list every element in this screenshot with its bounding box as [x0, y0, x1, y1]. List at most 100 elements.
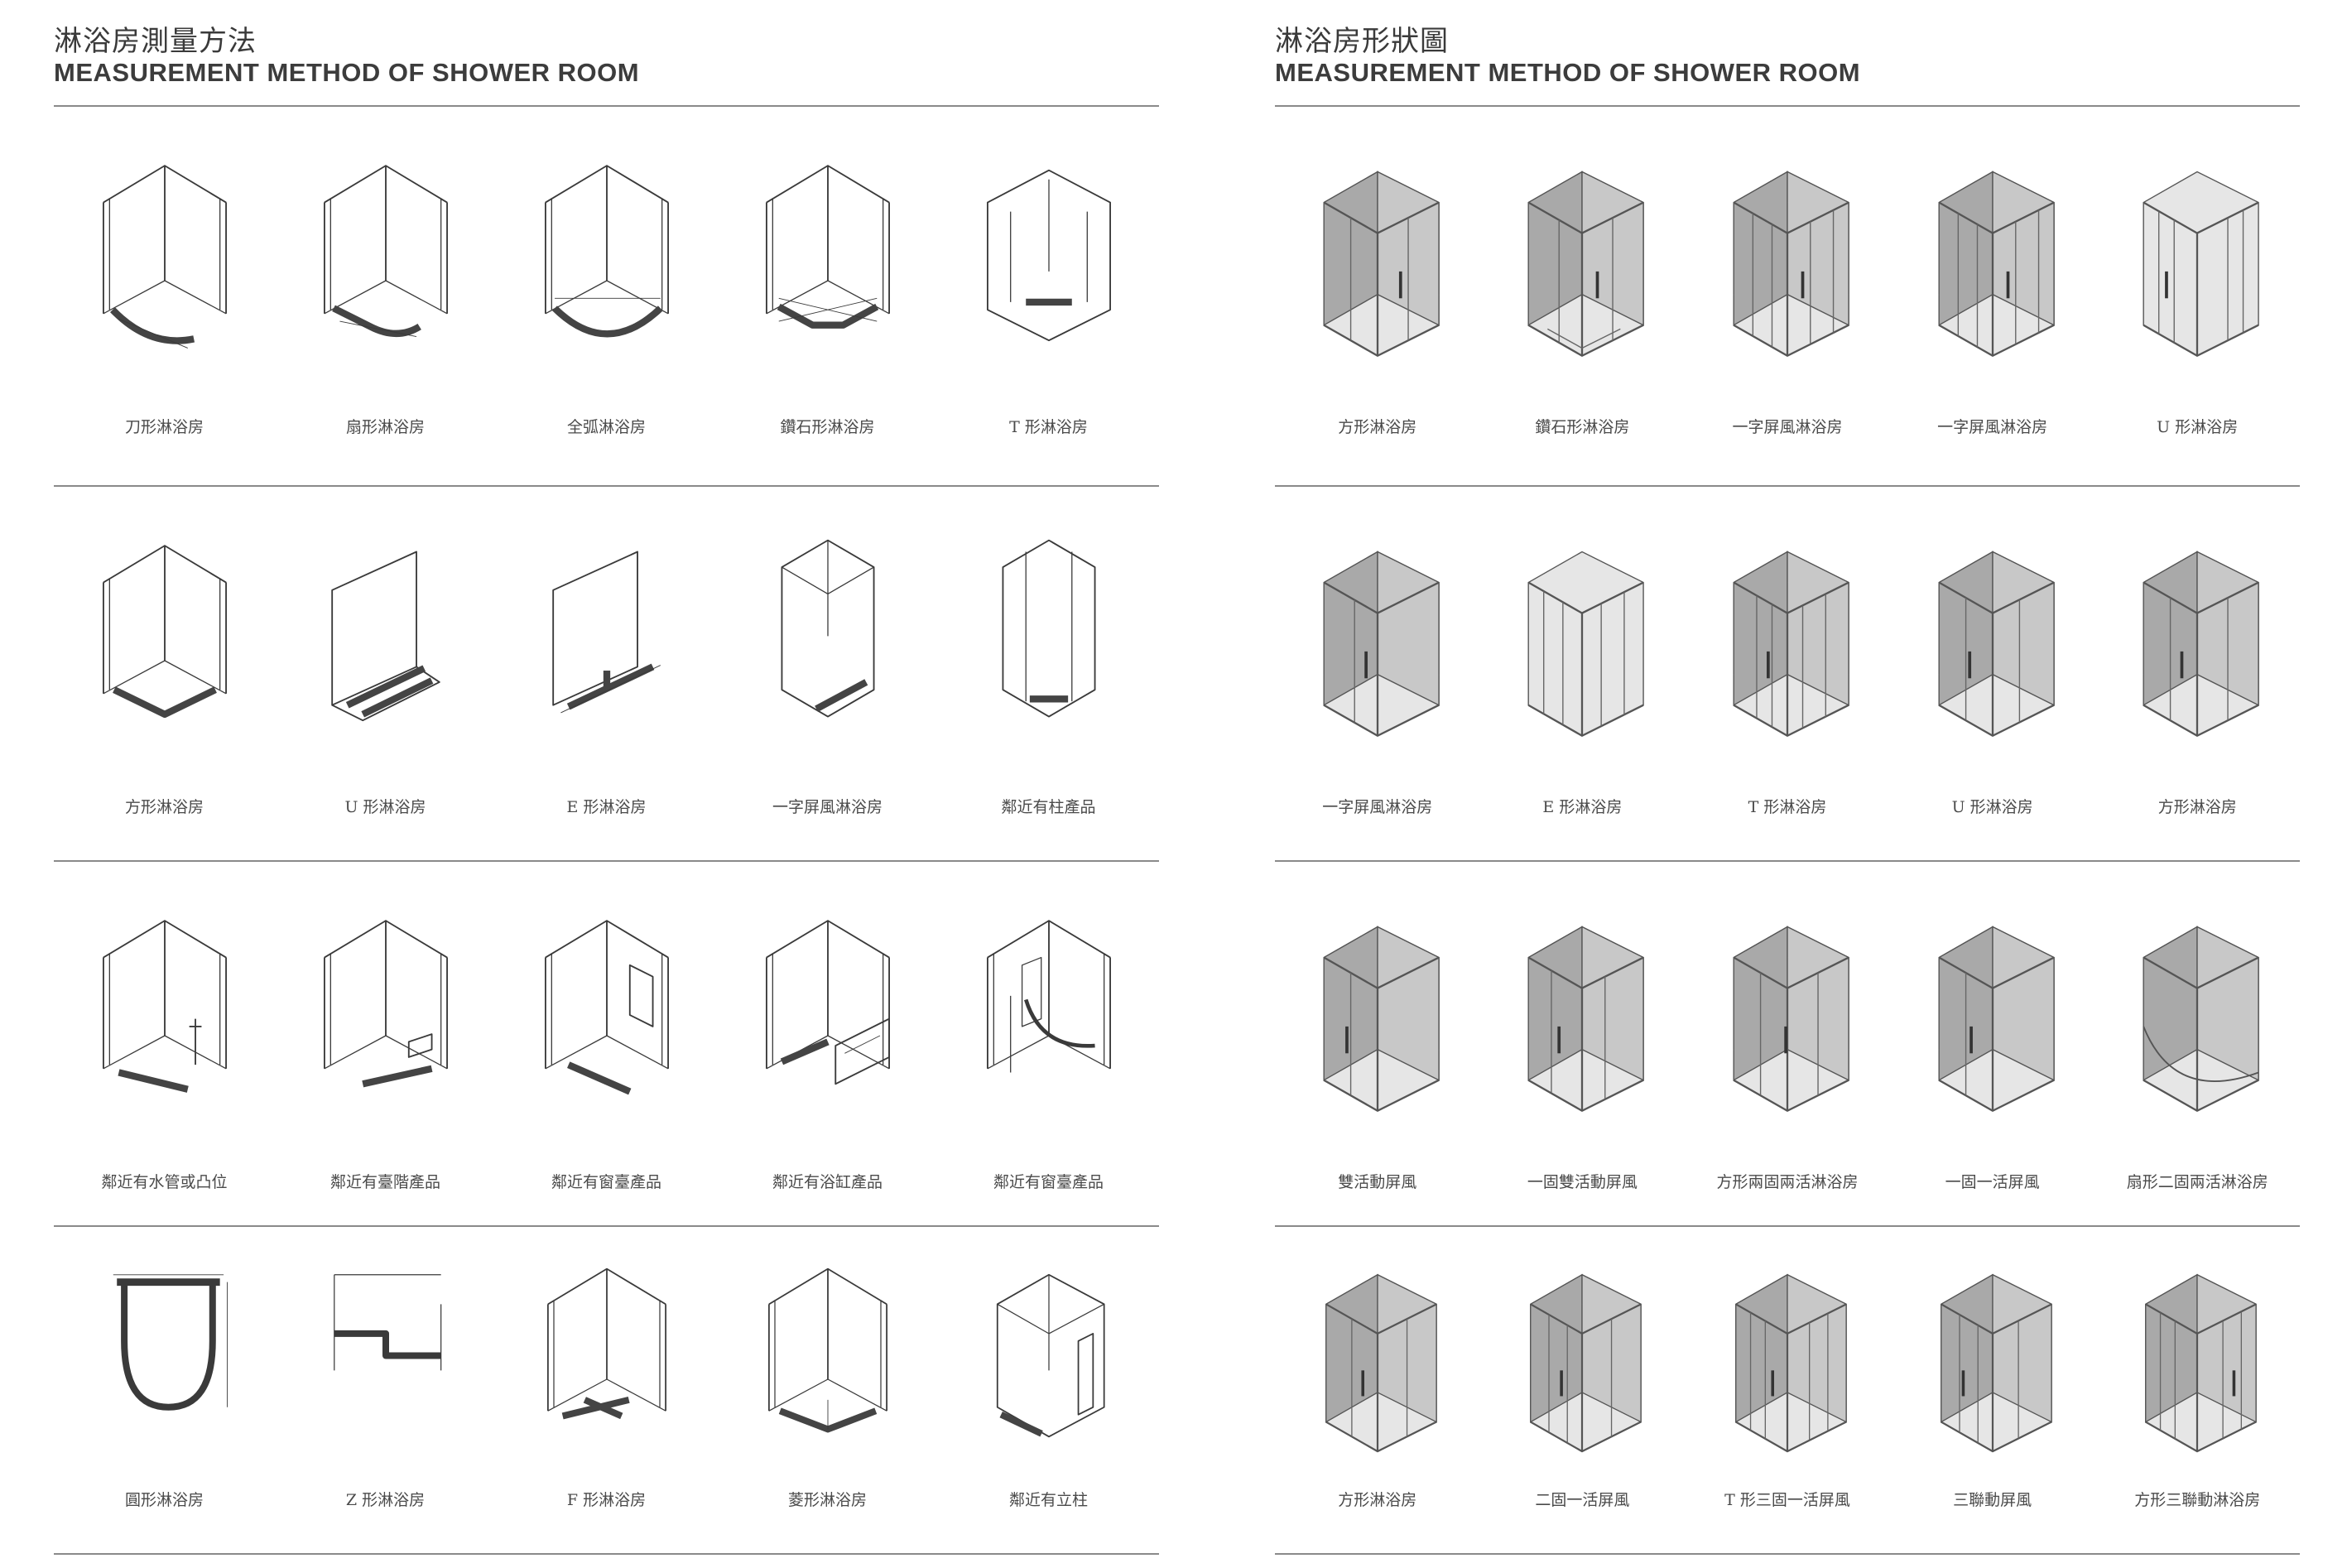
left-item-0-0: 刀形淋浴房 [54, 107, 275, 485]
shower-room-drawing [1527, 551, 1645, 737]
shower-room-drawing [1733, 171, 1849, 357]
item-caption: 一固雙活動屏風 [1527, 1173, 1638, 1191]
left-item-1-2: E 形淋浴房 [496, 487, 717, 860]
shower-room-drawing [323, 165, 448, 338]
left-item-2-2: 鄰近有窗臺產品 [496, 862, 717, 1225]
shower-room-drawing [1323, 171, 1440, 357]
left-row: 方形淋浴房 U 形淋浴房 E 形淋浴房 一字屏風淋浴房 鄰近有柱產品 [54, 487, 1159, 860]
right-item-2-2: 方形兩固兩活淋浴房 [1685, 862, 1890, 1225]
divider [1275, 105, 2300, 107]
item-caption: U 形淋浴房 [1951, 798, 2033, 816]
divider [54, 1553, 1159, 1555]
right-item-3-0: 方形淋浴房 [1275, 1227, 1480, 1553]
shower-room-drawing [102, 545, 227, 718]
right-item-1-4: 方形淋浴房 [2095, 487, 2300, 860]
left-item-0-1: 扇形淋浴房 [275, 107, 496, 485]
right-item-0-4: U 形淋浴房 [2095, 107, 2300, 485]
shower-room-drawing [765, 165, 890, 329]
shower-room-drawing [2143, 926, 2259, 1112]
right-header: 淋浴房形狀圖 MEASUREMENT METHOD OF SHOWER ROOM [1275, 15, 2300, 108]
shower-room-drawing [102, 920, 227, 1093]
right-item-1-2: T 形淋浴房 [1685, 487, 1890, 860]
item-caption: 全弧淋浴房 [566, 418, 646, 436]
divider [1275, 485, 2300, 487]
left-row: 鄰近有水管或凸位 鄰近有臺階產品鄰近有窗臺產品 鄰近有浴缸產品 鄰近有窗臺產品 [54, 862, 1159, 1225]
left-item-1-3: 一字屏風淋浴房 [717, 487, 938, 860]
item-caption: 方形淋浴房 [1338, 418, 1417, 436]
right-item-2-3: 一固一活屏風 [1890, 862, 2095, 1225]
left-item-2-0: 鄰近有水管或凸位 [54, 862, 275, 1225]
left-item-0-4: T 形淋浴房 [938, 107, 1159, 485]
shower-room-drawing [1325, 1273, 1437, 1453]
left-item-1-4: 鄰近有柱產品 [938, 487, 1159, 860]
shower-room-drawing [1735, 1273, 1847, 1453]
shower-room-drawing [1733, 926, 1849, 1112]
shower-room-drawing [781, 539, 874, 718]
item-caption: 鄰近有窗臺產品 [993, 1173, 1104, 1191]
item-caption: Z 形淋浴房 [345, 1491, 426, 1509]
item-caption: 鄰近有水管或凸位 [101, 1173, 228, 1191]
shower-room-drawing [767, 1267, 887, 1433]
right-item-0-3: 一字屏風淋浴房 [1890, 107, 2095, 485]
item-caption: 一字屏風淋浴房 [1732, 418, 1843, 436]
shower-room-drawing [1940, 1273, 2052, 1453]
right-item-3-4: 方形三聯動淋浴房 [2095, 1227, 2300, 1553]
right-item-3-2: T 形三固一活屏風 [1685, 1227, 1890, 1553]
left-item-2-3: 鄰近有浴缸產品 [717, 862, 938, 1225]
right-row: 方形淋浴房 鑽石形淋浴房 一字屏風淋浴房 一字屏風淋浴房 U 形淋浴房 [1275, 107, 2300, 485]
shower-room-drawing [113, 1274, 228, 1411]
shower-room-drawing [1527, 171, 1645, 357]
right-item-2-1: 一固雙活動屏風 [1480, 862, 1686, 1225]
shower-room-drawing [323, 920, 448, 1088]
left-item-2-4: 鄰近有窗臺產品 [938, 862, 1159, 1225]
right-panel: 淋浴房形狀圖 MEASUREMENT METHOD OF SHOWER ROOM… [1275, 0, 2300, 1568]
shower-room-drawing [996, 1273, 1105, 1438]
right-title-en: MEASUREMENT METHOD OF SHOWER ROOM [1275, 58, 1861, 87]
shower-room-drawing [1938, 926, 2055, 1112]
item-caption: 鑽石形淋浴房 [780, 418, 875, 436]
item-caption: 方形三聯動淋浴房 [2134, 1491, 2261, 1509]
item-caption: 鑽石形淋浴房 [1535, 418, 1630, 436]
right-item-0-1: 鑽石形淋浴房 [1480, 107, 1686, 485]
left-item-0-2: 全弧淋浴房 [496, 107, 717, 485]
left-row: 刀形淋浴房扇形淋浴房全弧淋浴房 鑽石形淋浴房 T 形淋浴房 [54, 107, 1159, 485]
left-item-1-0: 方形淋浴房 [54, 487, 275, 860]
item-caption: 方形淋浴房 [1338, 1491, 1417, 1509]
left-item-3-0: 圓形淋浴房 [54, 1227, 275, 1553]
left-item-3-3: 菱形淋浴房 [717, 1227, 938, 1553]
divider [1275, 1553, 2300, 1555]
left-item-1-1: U 形淋浴房 [275, 487, 496, 860]
item-caption: 二固一活屏風 [1535, 1491, 1630, 1509]
left-item-2-1: 鄰近有臺階產品 [275, 862, 496, 1225]
item-caption: T 形三固一活屏風 [1724, 1491, 1850, 1509]
shower-room-drawing [102, 165, 227, 349]
item-caption: 鄰近有窗臺產品 [551, 1173, 661, 1191]
item-caption: 菱形淋浴房 [787, 1491, 867, 1509]
shower-room-drawing [1323, 551, 1440, 737]
item-caption: E 形淋浴房 [566, 798, 647, 816]
shower-room-drawing [1527, 926, 1645, 1112]
divider [1275, 1225, 2300, 1227]
item-caption: 方形兩固兩活淋浴房 [1716, 1173, 1859, 1191]
item-caption: 一字屏風淋浴房 [1937, 418, 2048, 436]
item-caption: 方形淋浴房 [2157, 798, 2237, 816]
divider [54, 860, 1159, 862]
item-caption: E 形淋浴房 [1542, 798, 1623, 816]
item-caption: 一字屏風淋浴房 [772, 798, 883, 816]
left-title-en: MEASUREMENT METHOD OF SHOWER ROOM [54, 58, 640, 87]
left-header: 淋浴房測量方法 MEASUREMENT METHOD OF SHOWER ROO… [54, 15, 1159, 108]
item-caption: F 形淋浴房 [566, 1491, 647, 1509]
divider [54, 105, 1159, 107]
divider [54, 485, 1159, 487]
right-row: 雙活動屏風一固雙活動屏風方形兩固兩活淋浴房一固一活屏風扇形二固兩活淋浴房 [1275, 862, 2300, 1225]
right-item-1-3: U 形淋浴房 [1890, 487, 2095, 860]
item-caption: 一固一活屏風 [1945, 1173, 2040, 1191]
shower-room-drawing [2143, 551, 2259, 737]
item-caption: U 形淋浴房 [344, 798, 426, 816]
item-caption: 鄰近有浴缸產品 [772, 1173, 883, 1191]
item-caption: 扇形二固兩活淋浴房 [2126, 1173, 2268, 1191]
left-item-0-3: 鑽石形淋浴房 [717, 107, 938, 485]
right-item-0-0: 方形淋浴房 [1275, 107, 1480, 485]
